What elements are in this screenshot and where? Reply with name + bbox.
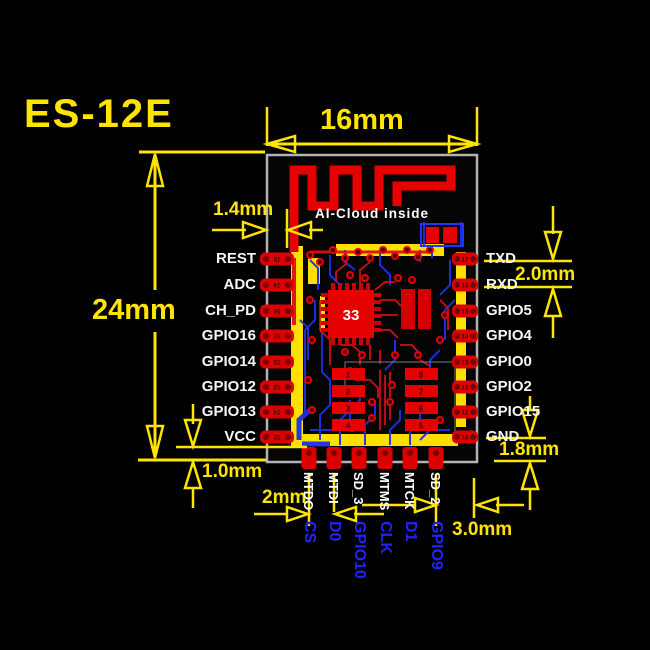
svg-text:17: 17 — [461, 257, 469, 264]
svg-text:20: 20 — [273, 310, 280, 316]
bottom-pin-label: MTDO — [301, 472, 316, 511]
dim-pad-height-label: 1.8mm — [499, 439, 560, 460]
passive-components — [401, 223, 464, 329]
bottom-pin-label: MTDI — [326, 472, 341, 504]
left-pin-label: GPIO12 — [201, 378, 256, 395]
bottom-alt-label: CS — [301, 521, 318, 544]
svg-text:12: 12 — [461, 385, 469, 392]
dim-bottom-pitch-label: 2mm — [262, 487, 307, 508]
svg-text:21: 21 — [273, 335, 280, 341]
svg-text:19: 19 — [273, 284, 280, 290]
brand-text: AI-Cloud inside — [315, 206, 429, 221]
bottom-alt-label: D0 — [326, 521, 343, 542]
svg-text:1: 1 — [346, 371, 351, 380]
dim-side-pitch-label: 2.0mm — [515, 264, 576, 285]
left-pin-label: ADC — [223, 276, 257, 293]
numbered-pad-blocks: 1 2 3 4 8 7 6 5 — [332, 368, 438, 431]
bottom-alt-label: D1 — [402, 521, 419, 542]
svg-text:10: 10 — [461, 435, 469, 442]
svg-text:14: 14 — [461, 334, 469, 341]
bottom-alt-label: GPIO9 — [428, 521, 445, 570]
svg-text:25: 25 — [273, 436, 280, 442]
bottom-pin-pads — [301, 447, 444, 469]
left-pin-label: REST — [215, 250, 256, 267]
svg-text:18: 18 — [273, 258, 280, 264]
svg-text:8: 8 — [419, 371, 424, 380]
dim-bottom-inset-label: 1.0mm — [202, 461, 263, 482]
right-pin-label: GPIO5 — [486, 302, 532, 319]
bottom-pin-label: MTCK — [402, 472, 417, 510]
bottom-pin-label: SD_3 — [351, 472, 366, 505]
right-pin-label: TXD — [486, 250, 516, 267]
right-pin-label: GPIO4 — [486, 327, 532, 344]
page-title: ES-12E — [24, 92, 174, 136]
bottom-pin-label: MTMS — [377, 472, 392, 511]
svg-text:2: 2 — [346, 388, 351, 397]
dim-edge-margin-label: 3.0mm — [452, 519, 513, 540]
svg-text:15: 15 — [461, 309, 469, 316]
dim-height-label: 24mm — [92, 294, 176, 326]
left-pin-label: GPIO16 — [201, 327, 256, 344]
right-pin-label: GPIO2 — [486, 378, 532, 395]
right-pin-label: GPIO15 — [486, 403, 541, 420]
svg-text:23: 23 — [273, 386, 280, 392]
svg-text:6: 6 — [419, 405, 424, 414]
right-pin-pads: 17 16 15 14 13 12 11 10 — [452, 252, 478, 444]
esp-chip: 33 — [321, 283, 381, 345]
dimension-lines — [138, 107, 572, 526]
bottom-alt-label: CLK — [377, 521, 394, 554]
dim-width-label: 16mm — [320, 104, 404, 136]
left-pin-label: GPIO13 — [201, 403, 256, 420]
left-pin-pads: 18 19 20 21 22 23 24 25 — [260, 252, 294, 444]
right-pin-label: GPIO0 — [486, 353, 532, 370]
right-pin-label: RXD — [486, 276, 518, 293]
left-pin-label: GPIO14 — [201, 353, 256, 370]
chip-label: 33 — [343, 307, 360, 324]
svg-text:3: 3 — [346, 405, 351, 414]
bottom-pin-label: SD_2 — [428, 472, 443, 505]
svg-text:4: 4 — [346, 422, 351, 431]
svg-text:13: 13 — [461, 360, 469, 367]
antenna-trace — [289, 165, 456, 252]
svg-text:22: 22 — [273, 361, 280, 367]
svg-text:11: 11 — [462, 410, 469, 417]
bottom-alt-label: GPIO10 — [351, 521, 368, 579]
svg-text:24: 24 — [273, 411, 280, 417]
svg-text:16: 16 — [461, 283, 469, 290]
left-pin-label: VCC — [224, 428, 256, 445]
svg-text:5: 5 — [419, 422, 424, 431]
right-pin-label: GND — [486, 428, 520, 445]
svg-text:7: 7 — [419, 388, 424, 397]
left-pin-label: CH_PD — [205, 302, 256, 319]
dim-antenna-inset-label: 1.4mm — [213, 199, 274, 220]
